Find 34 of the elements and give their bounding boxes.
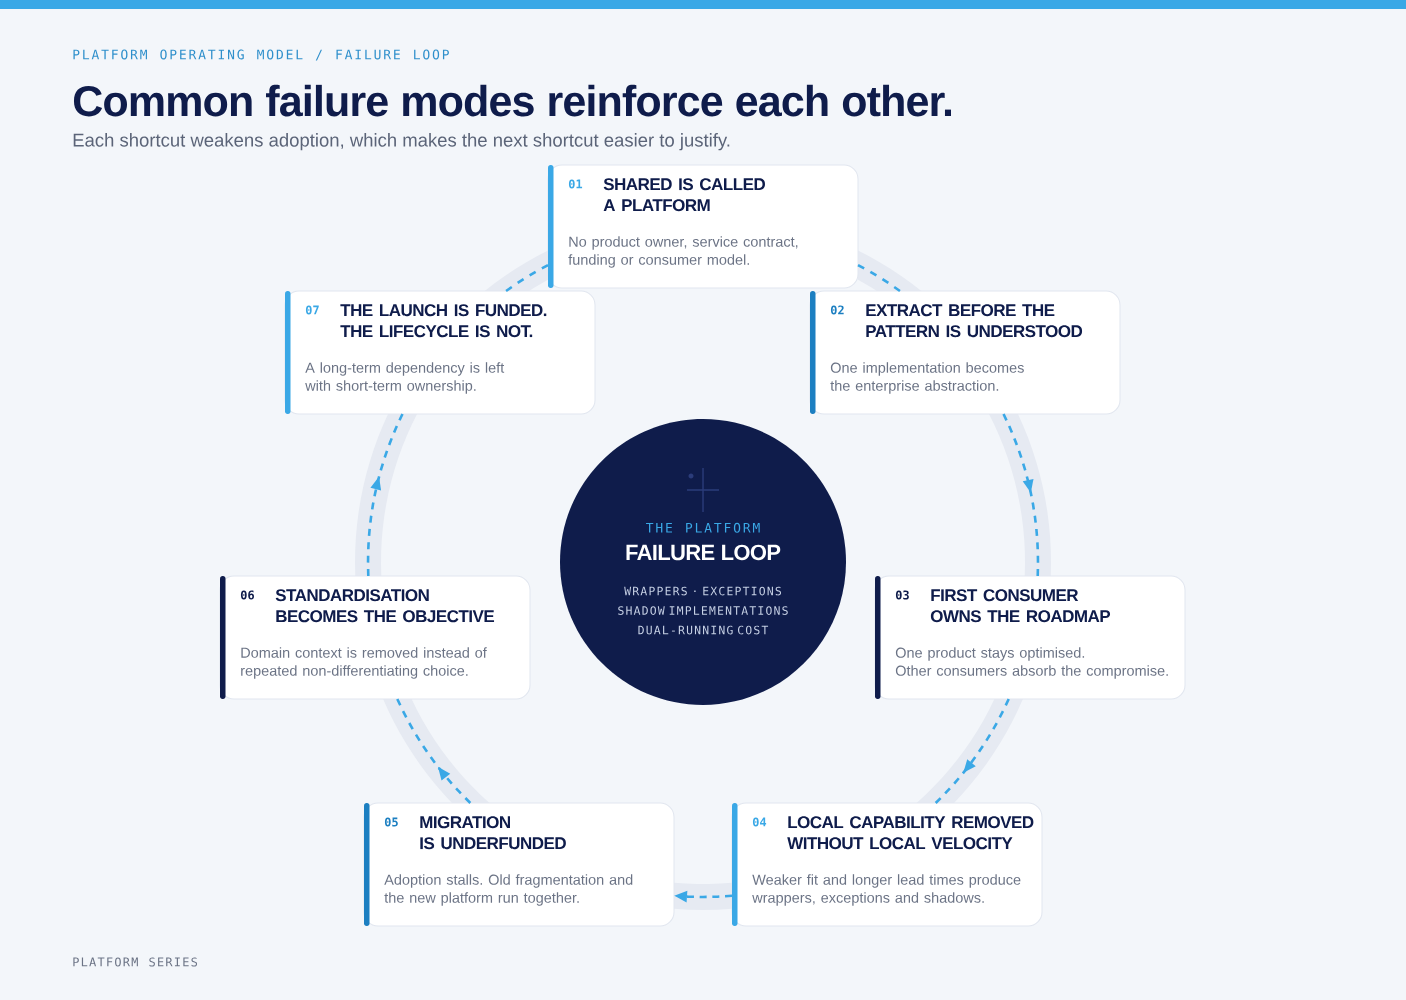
step-number: 06 bbox=[240, 590, 254, 600]
step-number: 03 bbox=[895, 590, 909, 600]
dashed-arrow bbox=[934, 698, 1010, 804]
kicker-label: PLATFORM OPERATING MODEL / FAILURE LOOP bbox=[73, 49, 449, 61]
card-text: One implementation becomes the enterprise abstraction. bbox=[830, 362, 1024, 394]
card-title: STANDARDISATION BECOMES THE OBJECTIVE bbox=[275, 589, 495, 623]
subtitle: Each shortcut weakens adoption, which makes the next shortcut easier to justify. bbox=[73, 133, 730, 151]
card-text: One product stays optimised. Other consumers absorb the compromise. bbox=[895, 647, 1168, 679]
step-number: 07 bbox=[305, 305, 319, 315]
card-title: LOCAL CAPABILITY REMOVED WITHOUT LOCAL VELOCITY bbox=[787, 816, 1034, 850]
circle-text: WRAPPERS · EXCEPTIONS SHADOW IMPLEMENTATIONS DUAL-RUNNING COST bbox=[618, 586, 788, 635]
step-number: 02 bbox=[830, 305, 844, 315]
card-title: MIGRATION IS UNDERFUNDED bbox=[420, 816, 566, 850]
card-title: SHARED IS CALLED A PLATFORM bbox=[603, 178, 765, 212]
step-number: 04 bbox=[752, 817, 767, 827]
footer-label: PLATFORM SERIES bbox=[73, 957, 198, 967]
dashed-line bbox=[505, 263, 549, 293]
dashed-arrow bbox=[366, 413, 404, 577]
card-title: FIRST CONSUMER OWNS THE ROADMAP bbox=[930, 589, 1111, 623]
card-text: A long-term dependency is left with short-term ownership. bbox=[305, 362, 505, 394]
step-number: 01 bbox=[568, 179, 583, 189]
card-text: Adoption stalls. Old fragmentation and the new platform run together. bbox=[384, 874, 633, 906]
dashed-arrow bbox=[1002, 413, 1040, 577]
card-title: THE LAUNCH IS FUNDED. THE LIFECYCLE IS NOT. bbox=[340, 304, 547, 338]
step-number: 05 bbox=[384, 817, 398, 827]
card-text: Weaker fit and longer lead times produce wrappers, exceptions and shadows. bbox=[752, 874, 1021, 906]
dashed-arrow bbox=[396, 698, 472, 804]
circle-title: FAILURE LOOP bbox=[626, 544, 781, 561]
page-title: Common failure modes reinforce each other. bbox=[73, 84, 952, 117]
circle-label: THE PLATFORM bbox=[646, 522, 760, 533]
dashed-line bbox=[857, 263, 901, 293]
card-text: No product owner, service contract, funding or consumer model. bbox=[568, 236, 798, 268]
card-text: Domain context is removed instead of repeated non-differentiating choice. bbox=[241, 647, 487, 679]
card-title: EXTRACT BEFORE THE PATTERN IS UNDERSTOOD bbox=[866, 304, 1083, 338]
